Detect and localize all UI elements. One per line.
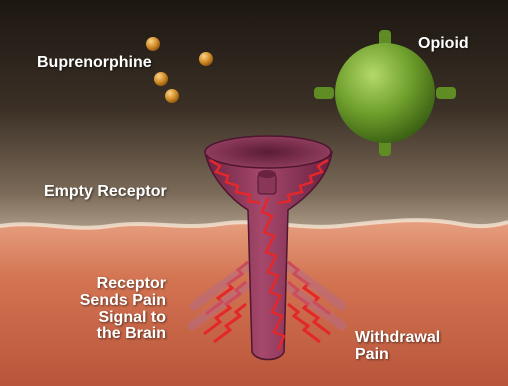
withdrawal-pain-label: Withdrawal Pain xyxy=(355,330,440,364)
buprenorphine-label: Buprenorphine xyxy=(37,55,152,72)
receptor-sends-line-3: Signal to xyxy=(38,310,166,327)
buprenorphine-molecule xyxy=(199,52,213,66)
withdrawal-line-1: Withdrawal xyxy=(355,330,440,347)
withdrawal-line-2: Pain xyxy=(355,347,440,364)
receptor-sends-signal-label: Receptor Sends Pain Signal to the Brain xyxy=(38,276,166,343)
opioid-label: Opioid xyxy=(418,36,469,53)
receptor-sends-line-4: the Brain xyxy=(38,326,166,343)
buprenorphine-molecule xyxy=(165,89,179,103)
empty-receptor-label: Empty Receptor xyxy=(44,184,167,201)
buprenorphine-molecule xyxy=(146,37,160,51)
receptor-sends-line-1: Receptor xyxy=(38,276,166,293)
buprenorphine-molecule xyxy=(154,72,168,86)
receptor-sends-line-2: Sends Pain xyxy=(38,293,166,310)
